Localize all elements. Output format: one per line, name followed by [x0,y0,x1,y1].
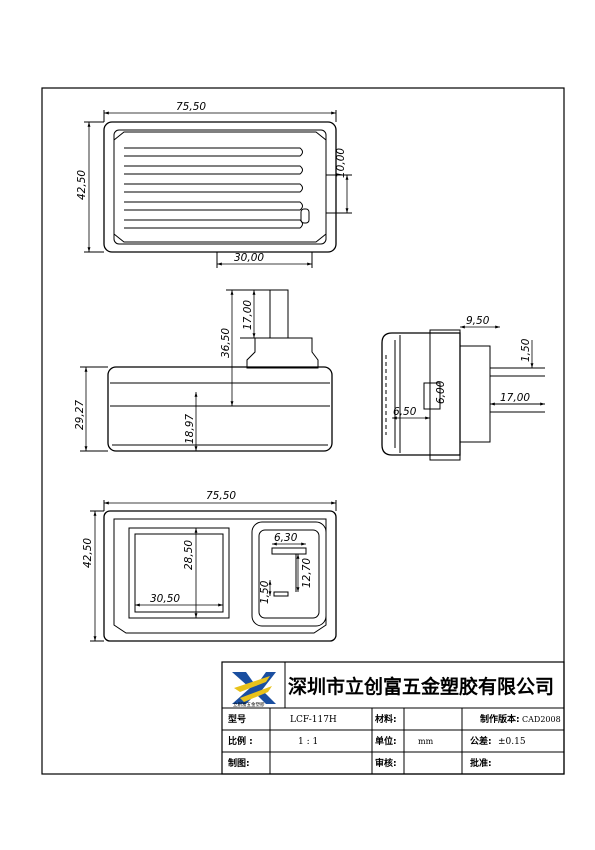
logo-caption: 立創富五金塑膠 [233,701,265,708]
socket-area [251,521,327,627]
unit-label: 单位: [375,735,397,747]
window-width-label: 30,50 [150,593,180,605]
drawing-border [41,87,565,775]
body [107,366,333,452]
rib-4 [124,201,303,211]
pin-length-label: 17,00 [500,392,530,404]
slot-bottom [273,591,289,597]
total-height-label: 36,50 [220,328,232,358]
approve-label: 批准: [470,757,492,769]
tolerance-value: ±0.15 [498,737,526,747]
rib-2 [124,165,303,175]
small-label: 1,50 [259,580,271,604]
model-value: LCF-117H [290,715,337,725]
slot-height-label: 12,70 [301,558,313,588]
top-right-dim-label: 10,00 [335,148,347,178]
slot-width-label: 6,30 [274,532,298,544]
company-name: 深圳市立创富五金塑胶有限公司 [288,675,554,698]
bottom-height-label: 42,50 [82,538,94,568]
window-height-label: 28,50 [183,540,195,570]
pin-thickness-label: 1,50 [520,338,532,362]
review-label: 审核: [375,757,397,769]
offset-label: 6,50 [393,406,417,418]
material-label: 材料: [374,713,397,725]
end-view [381,329,545,461]
scale-label: 比例 : [228,735,253,747]
title-block [221,661,565,775]
top-width-label: 75,50 [176,101,206,113]
slot-top [271,547,307,555]
side-view [80,289,333,452]
model-label: 型号 [228,713,246,725]
slot-label: 6,00 [435,380,447,404]
rib-5 [124,219,303,229]
version-label: 制作版本: [480,713,520,725]
led-slot [300,208,310,224]
plug-base [246,337,319,369]
drawn-label: 制图: [228,757,250,769]
pin [269,289,289,339]
rib-3 [124,183,303,193]
bottom-width-label: 75,50 [206,490,236,502]
rib-1 [124,147,303,157]
top-bottom-dim-label: 30,00 [234,252,264,264]
scale-value: 1 : 1 [298,737,318,747]
company-logo: 立創富五金塑膠 [232,672,276,708]
unit-value: mm [418,737,434,746]
top-height-label: 42,50 [76,170,88,200]
top-view [84,110,352,268]
bottom-view [90,500,337,642]
pin-height-label: 17,00 [242,300,254,330]
lower-height-label: 18,97 [184,414,196,444]
body-height-label: 29,27 [74,400,86,430]
tolerance-label: 公差: [470,735,492,747]
version-value: CAD2008 [522,715,561,724]
end-top-width-label: 9,50 [466,315,490,327]
label-window [128,527,230,619]
